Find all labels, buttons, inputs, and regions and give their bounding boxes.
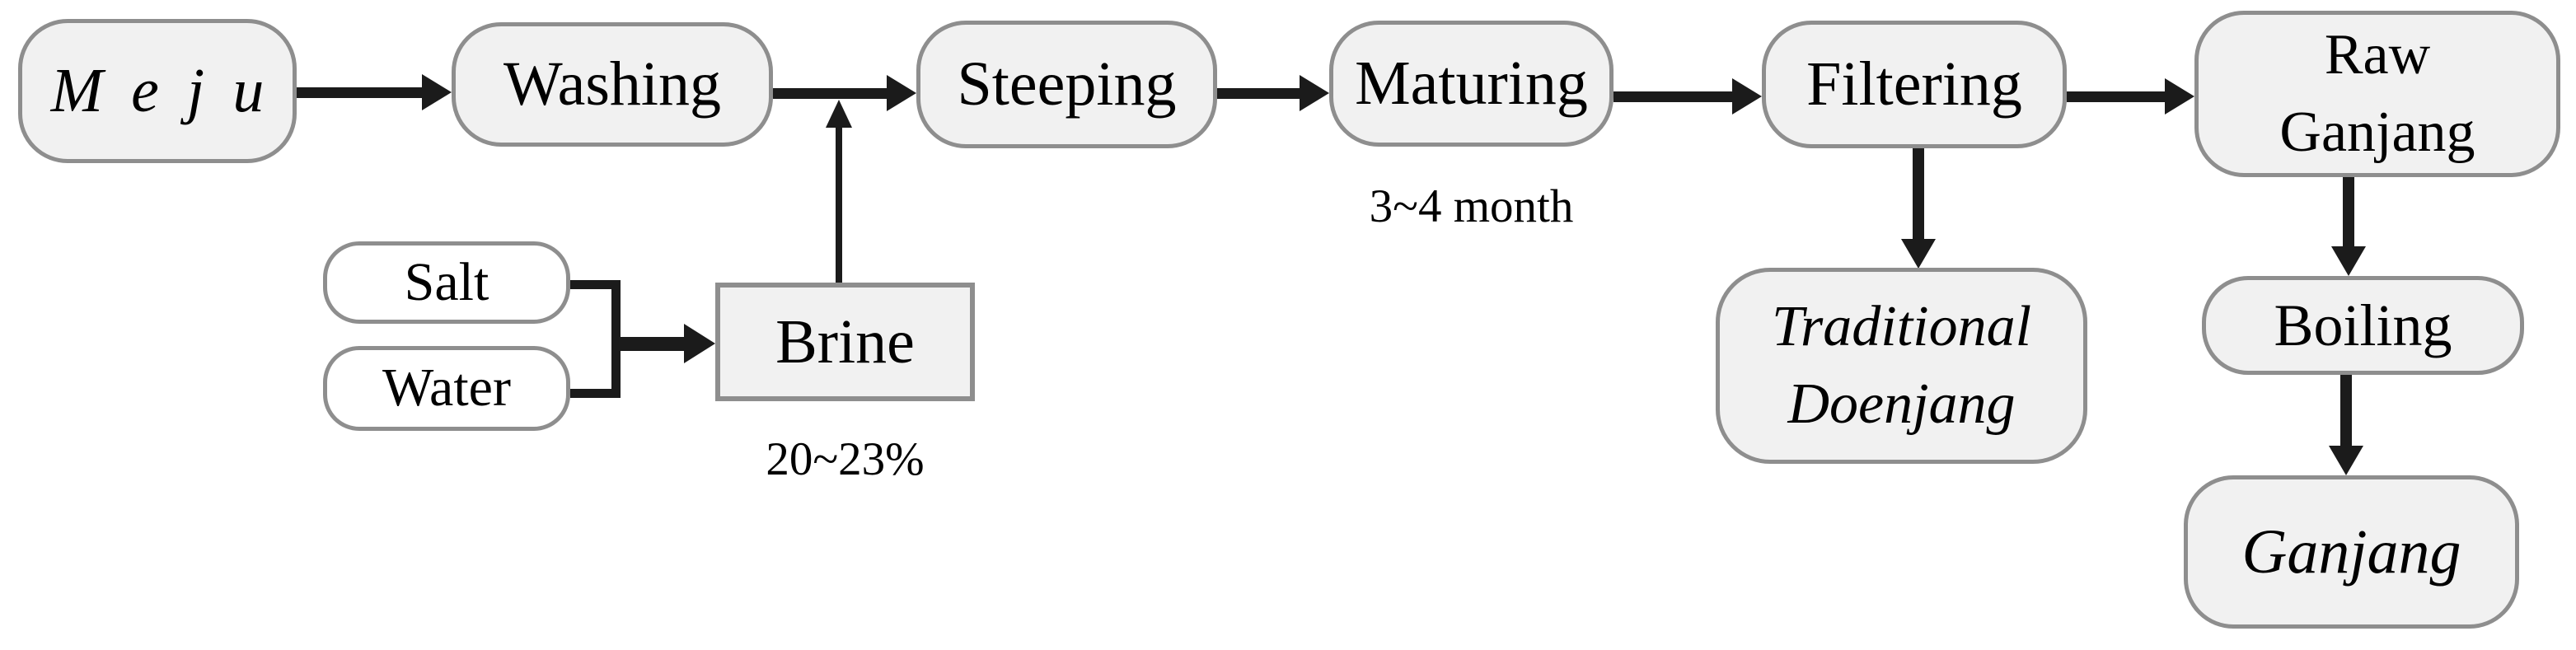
- node-ganjang: Ganjang: [2184, 475, 2519, 629]
- arrow-filtering-down: [1901, 148, 1936, 269]
- node-brine: Brine: [715, 283, 975, 401]
- node-steeping-label: Steeping: [957, 49, 1177, 119]
- node-traditional-doenjang-label: Traditional Doenjang: [1772, 288, 2031, 444]
- arrowhead-down-icon: [1901, 239, 1936, 269]
- node-brine-label: Brine: [775, 306, 915, 376]
- node-raw-ganjang-line1: Raw: [2324, 22, 2431, 87]
- node-boiling-label: Boiling: [2274, 292, 2452, 358]
- arrow-saltwater-to-brine: [618, 324, 715, 363]
- node-meju: Meju: [18, 19, 297, 163]
- arrowhead-up-icon: [826, 100, 852, 128]
- arrow-shaft: [836, 128, 842, 283]
- maturing-duration-label: 3~4 month: [1369, 180, 1574, 232]
- arrow-shaft: [773, 87, 887, 99]
- brine-concentration-label: 20~23%: [766, 433, 925, 485]
- arrow-shaft: [2340, 375, 2352, 446]
- node-filtering-label: Filtering: [1806, 49, 2022, 119]
- node-raw-ganjang: Raw Ganjang: [2194, 11, 2560, 177]
- bracket-vertical-line: [611, 280, 621, 398]
- arrow-raw-ganjang-down: [2331, 177, 2366, 276]
- arrow-filtering-to-raw-ganjang: [2067, 78, 2194, 115]
- node-water-label: Water: [382, 358, 511, 419]
- node-salt-label: Salt: [404, 251, 489, 312]
- arrow-brine-up: [826, 100, 852, 283]
- arrowhead-right-icon: [1300, 75, 1329, 111]
- node-traditional-doenjang: Traditional Doenjang: [1716, 268, 2087, 464]
- arrowhead-right-icon: [684, 324, 715, 363]
- arrow-shaft: [2067, 91, 2165, 102]
- arrow-shaft: [618, 336, 684, 351]
- node-traditional-doenjang-line1: Traditional: [1771, 294, 2032, 358]
- arrowhead-right-icon: [422, 74, 452, 110]
- arrow-shaft: [1614, 91, 1732, 102]
- node-traditional-doenjang-line2: Doenjang: [1787, 372, 2016, 436]
- arrowhead-down-icon: [2329, 446, 2363, 475]
- arrow-washing-to-steeping: [773, 75, 916, 111]
- arrow-shaft: [297, 87, 422, 98]
- arrow-meju-to-washing: [297, 74, 452, 110]
- node-washing: Washing: [452, 22, 773, 147]
- node-maturing: Maturing: [1329, 21, 1614, 147]
- water-connector-line: [570, 389, 618, 398]
- node-water: Water: [323, 346, 570, 431]
- node-washing-label: Washing: [503, 49, 722, 119]
- node-raw-ganjang-line2: Ganjang: [2279, 101, 2475, 164]
- node-maturing-label: Maturing: [1355, 49, 1588, 118]
- arrow-shaft: [1217, 87, 1300, 99]
- arrowhead-down-icon: [2331, 246, 2366, 276]
- arrow-boiling-down: [2329, 375, 2363, 475]
- node-raw-ganjang-label: Raw Ganjang: [2279, 16, 2475, 172]
- arrow-shaft: [2343, 177, 2354, 246]
- arrow-steeping-to-maturing: [1217, 75, 1329, 111]
- node-ganjang-label: Ganjang: [2241, 517, 2461, 587]
- arrowhead-right-icon: [887, 75, 916, 111]
- arrow-maturing-to-filtering: [1614, 78, 1762, 115]
- arrowhead-right-icon: [1732, 78, 1762, 115]
- node-filtering: Filtering: [1762, 21, 2067, 148]
- node-steeping: Steeping: [916, 21, 1217, 148]
- salt-connector-line: [570, 280, 618, 289]
- arrowhead-right-icon: [2165, 78, 2194, 115]
- arrow-shaft: [1913, 148, 1924, 239]
- node-meju-label: Meju: [50, 56, 293, 125]
- node-salt: Salt: [323, 241, 570, 324]
- node-boiling: Boiling: [2202, 276, 2524, 375]
